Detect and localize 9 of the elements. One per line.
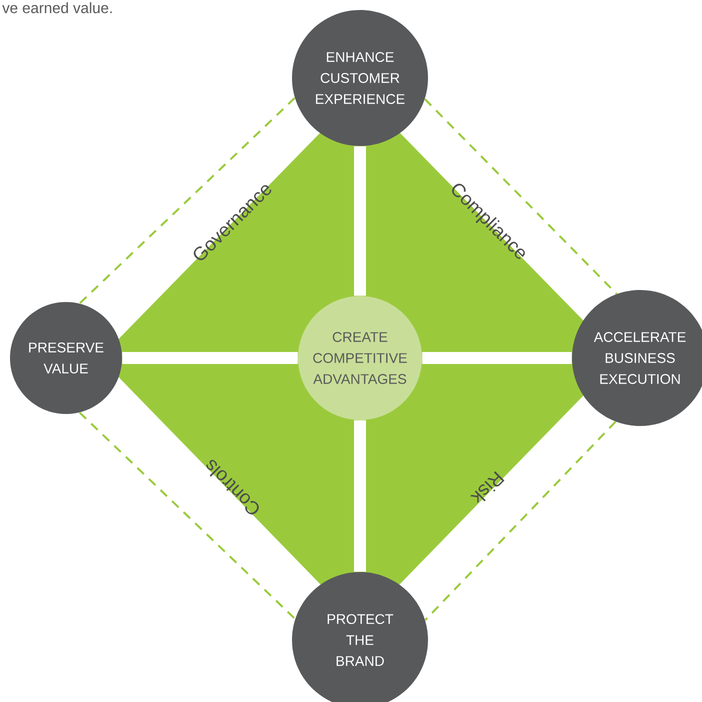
dashed-connector — [78, 97, 296, 304]
dashed-connector — [424, 98, 618, 295]
dashed-connector — [78, 412, 296, 620]
connector-line — [122, 352, 298, 364]
connector-line — [422, 352, 572, 364]
connector-line — [354, 420, 366, 572]
dashed-connector — [424, 420, 616, 621]
connector-line — [354, 146, 366, 296]
cropped-text: ve earned value. — [2, 2, 112, 14]
